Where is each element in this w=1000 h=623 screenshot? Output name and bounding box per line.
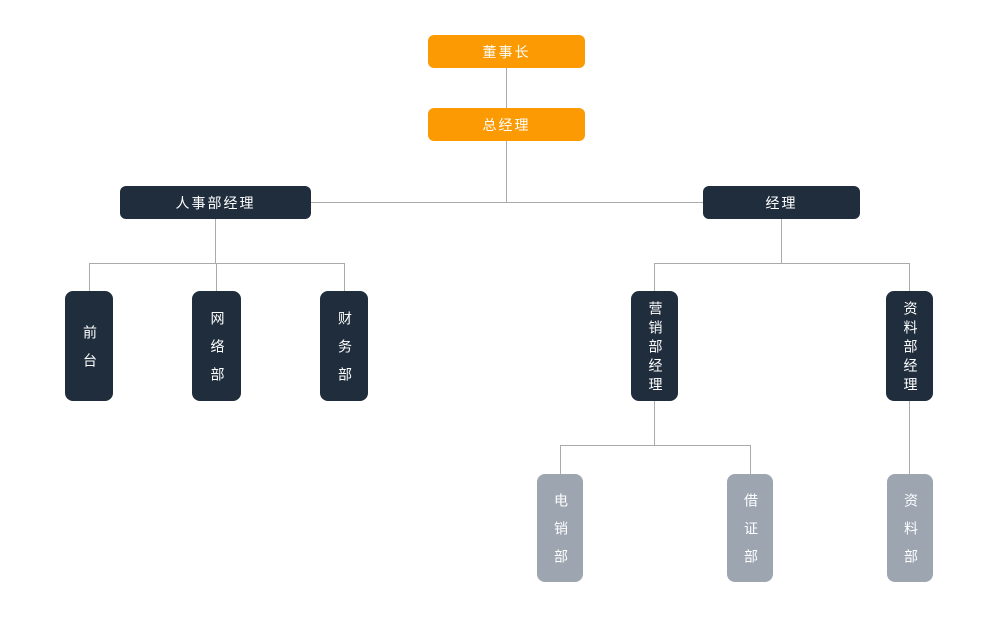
node-chairman[interactable]: 董事长 bbox=[428, 35, 585, 68]
connector-to-finance-dept bbox=[344, 263, 345, 291]
connector-to-front-desk bbox=[89, 263, 90, 291]
node-data-dept-label: 资料部 bbox=[902, 493, 918, 577]
connector-hr-children-horizontal bbox=[89, 263, 345, 264]
connector-to-data-manager bbox=[909, 263, 910, 291]
connector-to-loan-cert-dept bbox=[750, 445, 751, 474]
node-manager-label: 经理 bbox=[765, 195, 798, 212]
connector-manager-down bbox=[781, 219, 782, 264]
connector-to-marketing-manager bbox=[654, 263, 655, 291]
node-network-dept-label: 网络部 bbox=[208, 311, 225, 395]
node-data-manager-label: 资料部经理 bbox=[901, 301, 918, 396]
node-marketing-manager-label: 营销部经理 bbox=[646, 301, 663, 396]
node-telesales-dept[interactable]: 电销部 bbox=[537, 474, 583, 582]
connector-marketing-children-horizontal bbox=[560, 445, 751, 446]
node-front-desk[interactable]: 前台 bbox=[65, 291, 113, 401]
connector-chairman-gm bbox=[506, 68, 507, 108]
node-loan-cert-dept[interactable]: 借证部 bbox=[727, 474, 773, 582]
connector-to-data-dept bbox=[909, 401, 910, 474]
node-manager[interactable]: 经理 bbox=[703, 186, 860, 219]
connector-to-network-dept bbox=[216, 263, 217, 291]
node-finance-dept-label: 财务部 bbox=[336, 311, 352, 395]
node-front-desk-label: 前台 bbox=[81, 325, 97, 381]
connector-marketing-down bbox=[654, 401, 655, 446]
node-data-manager[interactable]: 资料部经理 bbox=[886, 291, 933, 401]
node-marketing-manager[interactable]: 营销部经理 bbox=[631, 291, 678, 401]
node-general-manager[interactable]: 总经理 bbox=[428, 108, 585, 141]
connector-manager-children-horizontal bbox=[654, 263, 910, 264]
node-loan-cert-dept-label: 借证部 bbox=[742, 493, 758, 577]
node-hr-manager[interactable]: 人事部经理 bbox=[120, 186, 311, 219]
node-general-manager-label: 总经理 bbox=[482, 117, 531, 134]
connector-level3-horizontal bbox=[311, 202, 703, 203]
node-data-dept[interactable]: 资料部 bbox=[887, 474, 933, 582]
node-finance-dept[interactable]: 财务部 bbox=[320, 291, 368, 401]
connector-hr-down bbox=[215, 219, 216, 264]
node-network-dept[interactable]: 网络部 bbox=[192, 291, 241, 401]
node-hr-manager-label: 人事部经理 bbox=[175, 195, 256, 212]
node-telesales-dept-label: 电销部 bbox=[552, 493, 568, 577]
node-chairman-label: 董事长 bbox=[482, 44, 531, 61]
connector-gm-down bbox=[506, 141, 507, 203]
connector-to-telesales-dept bbox=[560, 445, 561, 474]
